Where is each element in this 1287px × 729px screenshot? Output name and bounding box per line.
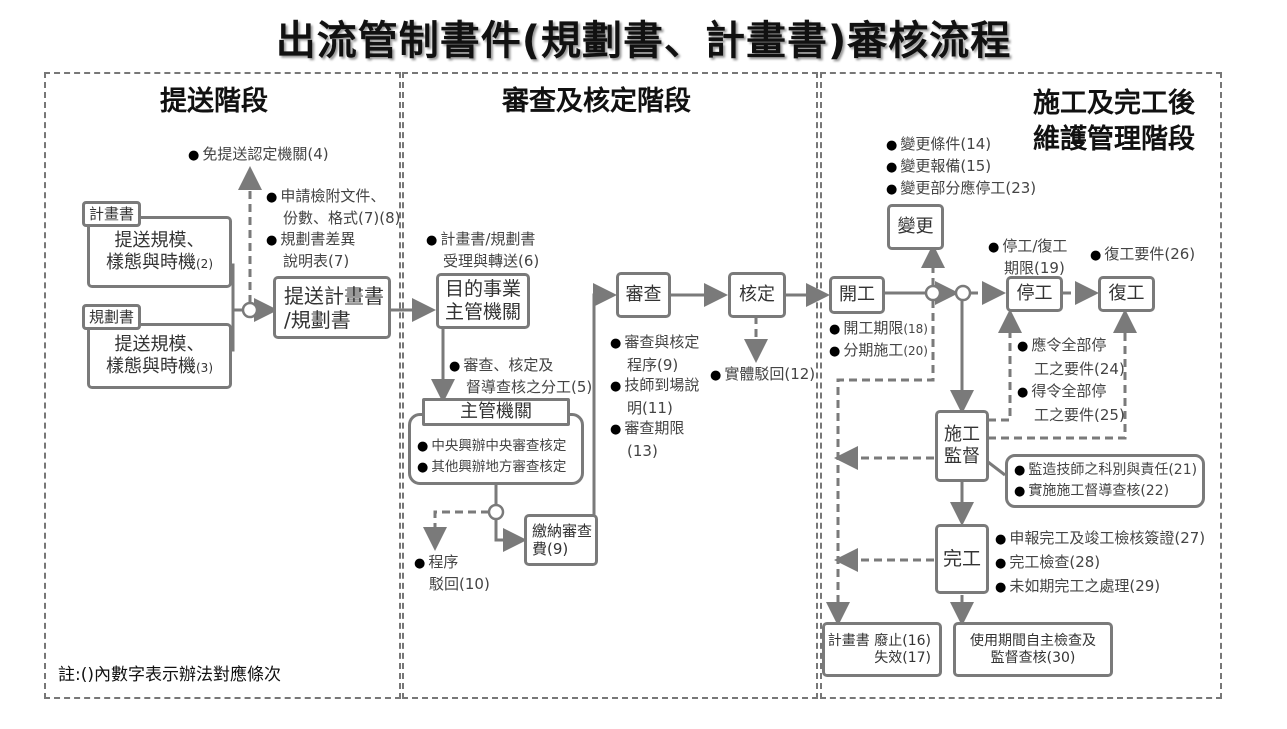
note-stop-requirements: ●應令全部停 工之要件(24) ●得令全部停 工之要件(25) xyxy=(1017,336,1125,424)
panel-construction-phase xyxy=(820,72,1222,699)
change-box: 變更 xyxy=(887,204,944,250)
plan-scale-box: 提送規模、 樣態與時機(2) xyxy=(87,216,232,288)
panel-review-phase xyxy=(402,72,818,699)
supervise-callout: ●監造技師之科別與責任(21) ●實施施工督導查核(22) xyxy=(1005,454,1205,508)
phase-title-construction: 施工及完工後 維護管理階段 xyxy=(1033,88,1195,155)
abolish-box: 計畫書 廢止(16) 失效(17) xyxy=(822,622,942,677)
phase-title-submit: 提送階段 xyxy=(160,86,268,117)
submit-plan-box: 提送計畫書 /規劃書 xyxy=(273,276,391,339)
note-start: ●開工期限(18) ●分期施工(20) xyxy=(829,319,928,359)
note-stop-deadline: ●停工/復工 期限(19) xyxy=(988,237,1068,277)
complete-box: 完工 xyxy=(935,524,989,594)
start-box: 開工 xyxy=(829,276,885,314)
stop-box: 停工 xyxy=(1006,276,1063,312)
target-agency-box: 目的事業 主管機關 xyxy=(436,273,530,329)
footnote: 註:()內數字表示辦法對應條次 xyxy=(58,665,281,685)
note-division: ●審查、核定及 督導查核之分工(5) xyxy=(449,356,593,396)
note-doc-requirements: ●申請檢附文件、 份數、格式(7)(8) xyxy=(266,187,401,227)
note-accept-transfer: ●計畫書/規劃書 受理與轉送(6) xyxy=(426,230,540,270)
planning-scale-box: 提送規模、 樣態與時機(3) xyxy=(87,323,232,389)
authority-box: 主管機關 xyxy=(422,398,570,426)
note-complete: ●申報完工及竣工檢核簽證(27) ●完工檢查(28) ●未如期完工之處理(29) xyxy=(995,529,1206,595)
resume-box: 復工 xyxy=(1098,276,1155,312)
review-box: 審查 xyxy=(616,272,671,318)
note-procedural-reject: ●程序 駁回(10) xyxy=(414,553,490,593)
note-diff-table: ●規劃書差異 說明表(7) xyxy=(266,230,356,270)
note-change-conditions: ●變更條件(14) ●變更報備(15) ●變更部分應停工(23) xyxy=(886,135,1037,197)
fee-box: 繳納審查 費(9) xyxy=(524,514,598,566)
note-substantive-reject: ●實體駁回(12) xyxy=(710,365,816,383)
note-resume-requirements: ●復工要件(26) xyxy=(1090,245,1196,263)
phase-title-review: 審查及核定階段 xyxy=(502,86,691,117)
panel-submit-phase xyxy=(44,72,401,699)
page-title: 出流管制書件(規劃書、計畫書)審核流程 xyxy=(275,18,1012,64)
note-review-procedures: ●審查與核定 程序(9) ●技師到場說 明(11) ●審查期限 (13) xyxy=(610,333,700,460)
approve-box: 核定 xyxy=(728,272,786,318)
supervise-box: 施工 監督 xyxy=(935,410,989,482)
note-exempt: ●免提送認定機關(4) xyxy=(188,145,329,163)
tag-plan: 計畫書 xyxy=(82,201,142,227)
maintain-box: 使用期間自主檢查及 監督查核(30) xyxy=(953,622,1113,677)
tag-planning: 規劃書 xyxy=(82,304,142,330)
